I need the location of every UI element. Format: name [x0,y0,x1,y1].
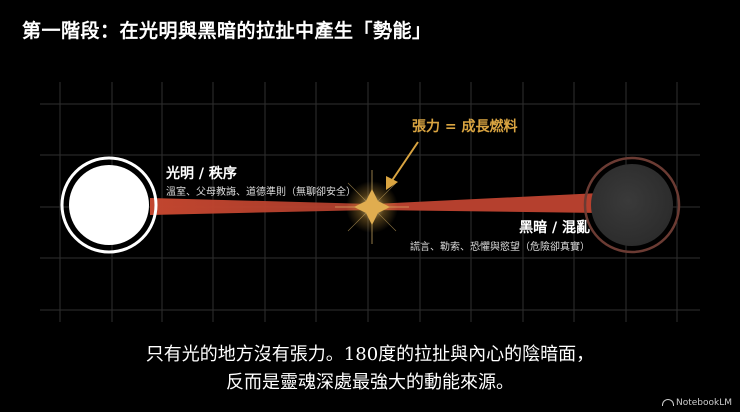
light-label: 光明 / 秩序 [166,166,237,182]
dark-orb [583,156,681,254]
tension-rope [150,198,372,215]
notebooklm-icon [661,399,674,406]
caption-line-1: 只有光的地方沒有張力。180度的拉扯與內心的陰暗面， [145,344,595,365]
light-orb [60,156,158,254]
arrow-icon [386,141,419,190]
caption-line-2: 反而是靈魂深處最強大的動能來源。 [226,372,514,393]
brand-name: NotebookLM [675,398,732,408]
tension-star [335,170,409,244]
brand-watermark: NotebookLM [661,398,732,408]
dark-detail: 謊言、勒索、恐懼與慾望（危險卻真實） [410,242,590,253]
light-detail: 溫室、父母教誨、道德準則（無聊卻安全） [166,187,356,198]
page-title: 第一階段：在光明與黑暗的拉扯中產生「勢能」 [22,20,432,42]
tension-rope-right [372,193,600,213]
dark-label: 黑暗 / 混亂 [519,220,590,236]
tension-label: 張力 = 成長燃料 [412,119,518,135]
